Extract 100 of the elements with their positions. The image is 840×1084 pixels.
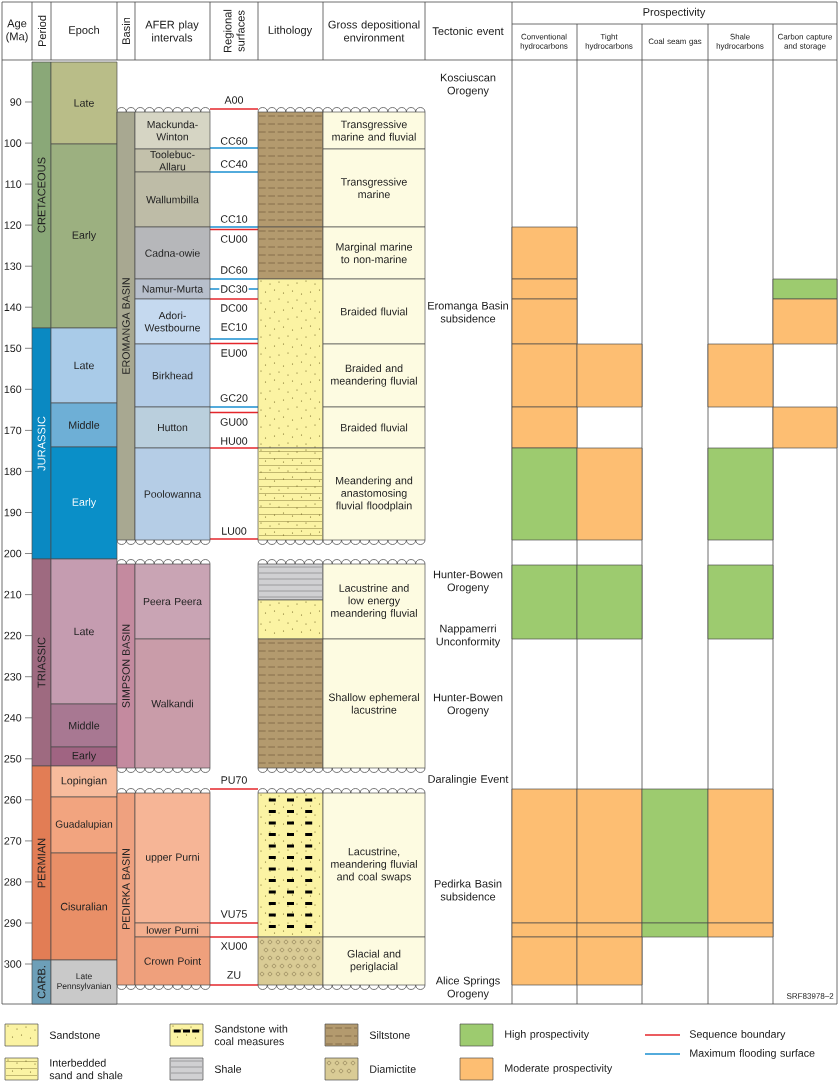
prospectivity-cell — [707, 447, 774, 541]
age-label: 220 — [4, 631, 22, 640]
column-header: Epoch — [69, 25, 99, 37]
legend-label: Diamictite — [370, 1065, 416, 1073]
play-interval-box: Adori-Westbourne — [134, 298, 211, 345]
environment-box: Marginal marine to non-marine — [322, 226, 426, 280]
column-header: Basin — [121, 17, 131, 44]
age-label: 200 — [4, 549, 22, 558]
prospectivity-cell — [511, 922, 578, 938]
lithology-block — [257, 792, 324, 938]
lithology-block — [257, 447, 324, 541]
period-band: PERMIAN — [31, 765, 52, 961]
environment-box: Lacustrine and low energy meandering fluvial — [322, 563, 426, 640]
surface-label: A00 — [223, 95, 245, 105]
prospectivity-cell — [707, 564, 774, 640]
column-header: Period — [37, 15, 47, 47]
column-header: AFER play intervals — [145, 20, 199, 42]
epoch-box: Early — [50, 446, 118, 560]
surface-label: CC40 — [219, 159, 249, 169]
play-interval-box: Crown Point — [134, 936, 211, 986]
prospectivity-cell — [576, 343, 643, 408]
play-interval-box: Hutton — [134, 406, 211, 449]
lithology-block — [257, 936, 324, 986]
lithology-block — [257, 599, 324, 640]
event-label: Pedirka Basin subsidence — [434, 879, 502, 901]
play-interval-box: Walkandi — [134, 638, 211, 769]
play-interval-box: lower Purni — [134, 922, 211, 938]
surface-label: EU00 — [219, 348, 249, 358]
surface-label: VU75 — [219, 909, 249, 919]
environment-box: Shallow ephemeral lacustrine — [322, 638, 426, 769]
environment-box: Transgressive marine and fluvial — [322, 111, 426, 150]
column-header: Lithology — [268, 25, 313, 37]
surface-label: CC10 — [219, 214, 249, 224]
age-label: 280 — [4, 878, 22, 886]
prospectivity-cell — [511, 406, 578, 449]
prospectivity-cell — [511, 343, 578, 408]
legend-label: Sandstone — [49, 1031, 100, 1039]
prospectivity-cell — [511, 564, 578, 640]
play-interval-box: Namur-Murta — [134, 278, 211, 300]
event-label: Daralingie Event — [428, 774, 509, 786]
basin-band: PEDIRKA BASIN — [116, 792, 136, 986]
age-label: 300 — [4, 960, 22, 968]
play-interval-box: Toolebuc-Allaru — [134, 148, 211, 173]
lithology-block — [257, 226, 324, 280]
legend-label: Sandstone with coal measures — [214, 1024, 288, 1046]
surface-label: ZU — [225, 970, 243, 980]
surface-label: LU00 — [220, 526, 248, 536]
age-label: 180 — [4, 467, 22, 476]
prospectivity-cell — [772, 406, 838, 449]
column-header: Prospectivity — [643, 7, 706, 19]
epoch-box: Late — [50, 61, 118, 145]
age-label: 160 — [4, 385, 22, 394]
figure-code: SRF83978–2 — [786, 993, 834, 999]
surface-label: GU00 — [219, 417, 249, 427]
prospectivity-cell — [772, 278, 838, 300]
environment-box: Braided fluvial — [322, 278, 426, 345]
prospectivity-cell — [772, 298, 838, 345]
age-label: 290 — [4, 919, 22, 927]
epoch-box: Late — [50, 327, 118, 404]
age-label: 100 — [4, 139, 22, 147]
play-interval-box: Poolowanna — [134, 447, 211, 541]
surface-label: DC30 — [219, 284, 249, 294]
age-label: 190 — [4, 508, 22, 517]
epoch-box: Middle — [50, 703, 118, 748]
play-interval-box: Birkhead — [134, 343, 211, 408]
surface-label: CC60 — [219, 136, 249, 146]
epoch-box: Late Pennsylvanian — [50, 959, 118, 1005]
event-label: Eromanga Basin subsidence — [428, 301, 508, 323]
event-label: Alice Springs Orogeny — [435, 976, 500, 1000]
age-label: 230 — [4, 672, 22, 681]
legend-label: Sequence boundary — [689, 1030, 786, 1040]
age-label: 270 — [4, 837, 22, 845]
lithology-block — [257, 563, 324, 601]
prospectivity-cell — [707, 922, 774, 938]
play-interval-box: upper Purni — [134, 792, 211, 924]
play-interval-box: Mackunda-Winton — [134, 111, 211, 150]
epoch-box: Early — [50, 143, 118, 329]
event-label: Kosciuscan Orogeny — [440, 73, 496, 97]
surface-label: EC10 — [219, 322, 249, 332]
play-interval-box: Cadna-owie — [134, 226, 211, 280]
legend-label: High prospectivity — [505, 1030, 590, 1040]
column-header: Gross depositional environment — [328, 20, 420, 42]
legend-label: Interbedded sand and shale — [49, 1058, 123, 1080]
epoch-box: Lopingian — [50, 765, 118, 798]
period-band: CRETACEOUS — [31, 61, 52, 329]
age-label: 250 — [4, 755, 22, 763]
environment-box: Braided fluvial — [322, 406, 426, 449]
surface-label: CU00 — [219, 234, 249, 244]
age-label: 120 — [4, 221, 22, 229]
age-label: 260 — [4, 796, 22, 804]
prospectivity-cell — [576, 922, 643, 938]
age-label: 140 — [4, 303, 22, 311]
age-label: 210 — [4, 590, 22, 599]
legend-label: Siltstone — [369, 1031, 410, 1039]
prospectivity-cell — [576, 447, 643, 541]
epoch-box: Late — [50, 558, 118, 705]
environment-box: Braided and meandering fluvial — [322, 343, 426, 408]
surface-label: GC20 — [219, 393, 249, 403]
column-header: Tectonic event — [432, 26, 504, 36]
prospectivity-cell — [576, 564, 643, 640]
